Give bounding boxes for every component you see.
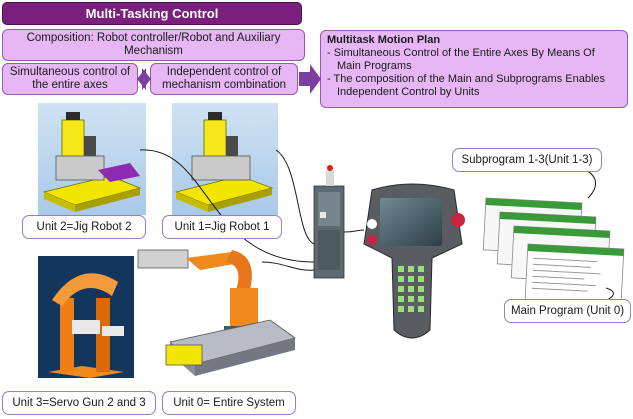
robot-controller-image [313,165,345,279]
program-screens-image [482,197,625,306]
jig-robot-1-image [172,103,278,215]
teach-pendant-image [363,183,465,339]
industrial-robot-image [137,249,296,376]
cable-robot-to-controller [261,261,315,271]
simultaneous-control-box: Simultaneous control of the entire axes [2,63,138,95]
jig-robot-2-image [38,103,146,215]
cable-controller-to-pendant [343,229,365,233]
unit-2-label: Unit 2=Jig Robot 2 [22,215,146,239]
arrow-right-icon [299,64,321,94]
servo-gun-image [38,256,134,378]
plan-heading: Multitask Motion Plan [327,34,441,46]
multitask-motion-plan-box: Multitask Motion Plan - Simultaneous Con… [320,30,628,108]
cable-jig2-to-controller [139,149,315,263]
cable-screens-to-subprogram [581,167,596,199]
plan-line-2: - The composition of the Main and Subpro… [327,73,606,98]
subprogram-label: Subprogram 1-3(Unit 1-3) [452,148,602,172]
diagram-title: Multi-Tasking Control [2,2,302,25]
double-arrow-left-icon [137,68,146,90]
unit-1-label: Unit 1=Jig Robot 1 [162,215,282,239]
plan-line-1: - Simultaneous Control of the Entire Axe… [327,47,595,72]
unit-3-label: Unit 3=Servo Gun 2 and 3 [2,391,156,415]
independent-control-box: Independent control of mechanism combina… [150,63,298,95]
unit-0-label: Unit 0= Entire System [162,391,296,415]
main-program-label: Main Program (Unit 0) [504,299,631,323]
composition-box: Composition: Robot controller/Robot and … [2,29,305,61]
